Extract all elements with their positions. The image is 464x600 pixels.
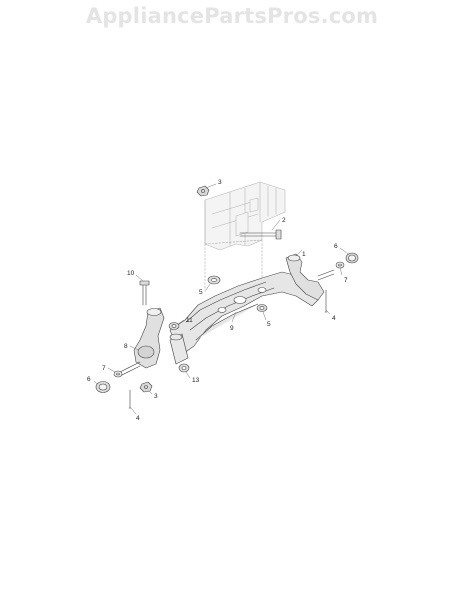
frame-bracket [204,181,286,251]
bolt-2 [239,229,282,240]
callout-3-lower: 3 [154,393,158,400]
cap-6-left [95,381,111,393]
callout-5-upper: 5 [199,289,203,296]
spindle-1 [285,253,335,301]
callout-3-top: 3 [218,179,222,186]
callout-4-right: 4 [332,315,336,322]
axle-beam-9 [169,271,319,357]
callout-labels: 3 2 1 6 7 10 5 9 5 4 11 8 7 6 13 3 4 [87,179,348,422]
callout-11: 11 [186,317,193,324]
callout-9: 9 [230,325,234,332]
bushing-13 [178,363,190,373]
pin-10 [139,280,150,306]
sleeve-mount [169,333,189,365]
callout-13: 13 [192,377,200,384]
cap-6-right [345,252,359,264]
callout-6-right: 6 [334,243,338,250]
washer-7-left [113,370,123,378]
watermark-text: AppliancePartsPros.com [85,4,379,28]
callout-5-middle: 5 [267,321,271,328]
callout-1: 1 [302,251,306,258]
nut-3-lower [139,381,153,393]
callout-7-left: 7 [102,365,106,372]
callout-4-left: 4 [136,415,140,422]
nut-3-top [196,185,210,197]
callout-6-left: 6 [87,376,91,383]
washer-7-right [335,261,345,269]
callout-7-right: 7 [344,277,348,284]
bushing-11 [168,322,180,330]
pin-4-right [324,289,328,313]
bushing-5-middle [256,304,268,312]
callout-2: 2 [282,217,286,224]
callout-10: 10 [127,270,135,277]
spindle-8 [119,307,165,377]
bushing-5-upper [207,275,221,285]
callout-8: 8 [124,343,128,350]
pin-4-left [128,389,132,409]
leader-lines [93,183,349,415]
